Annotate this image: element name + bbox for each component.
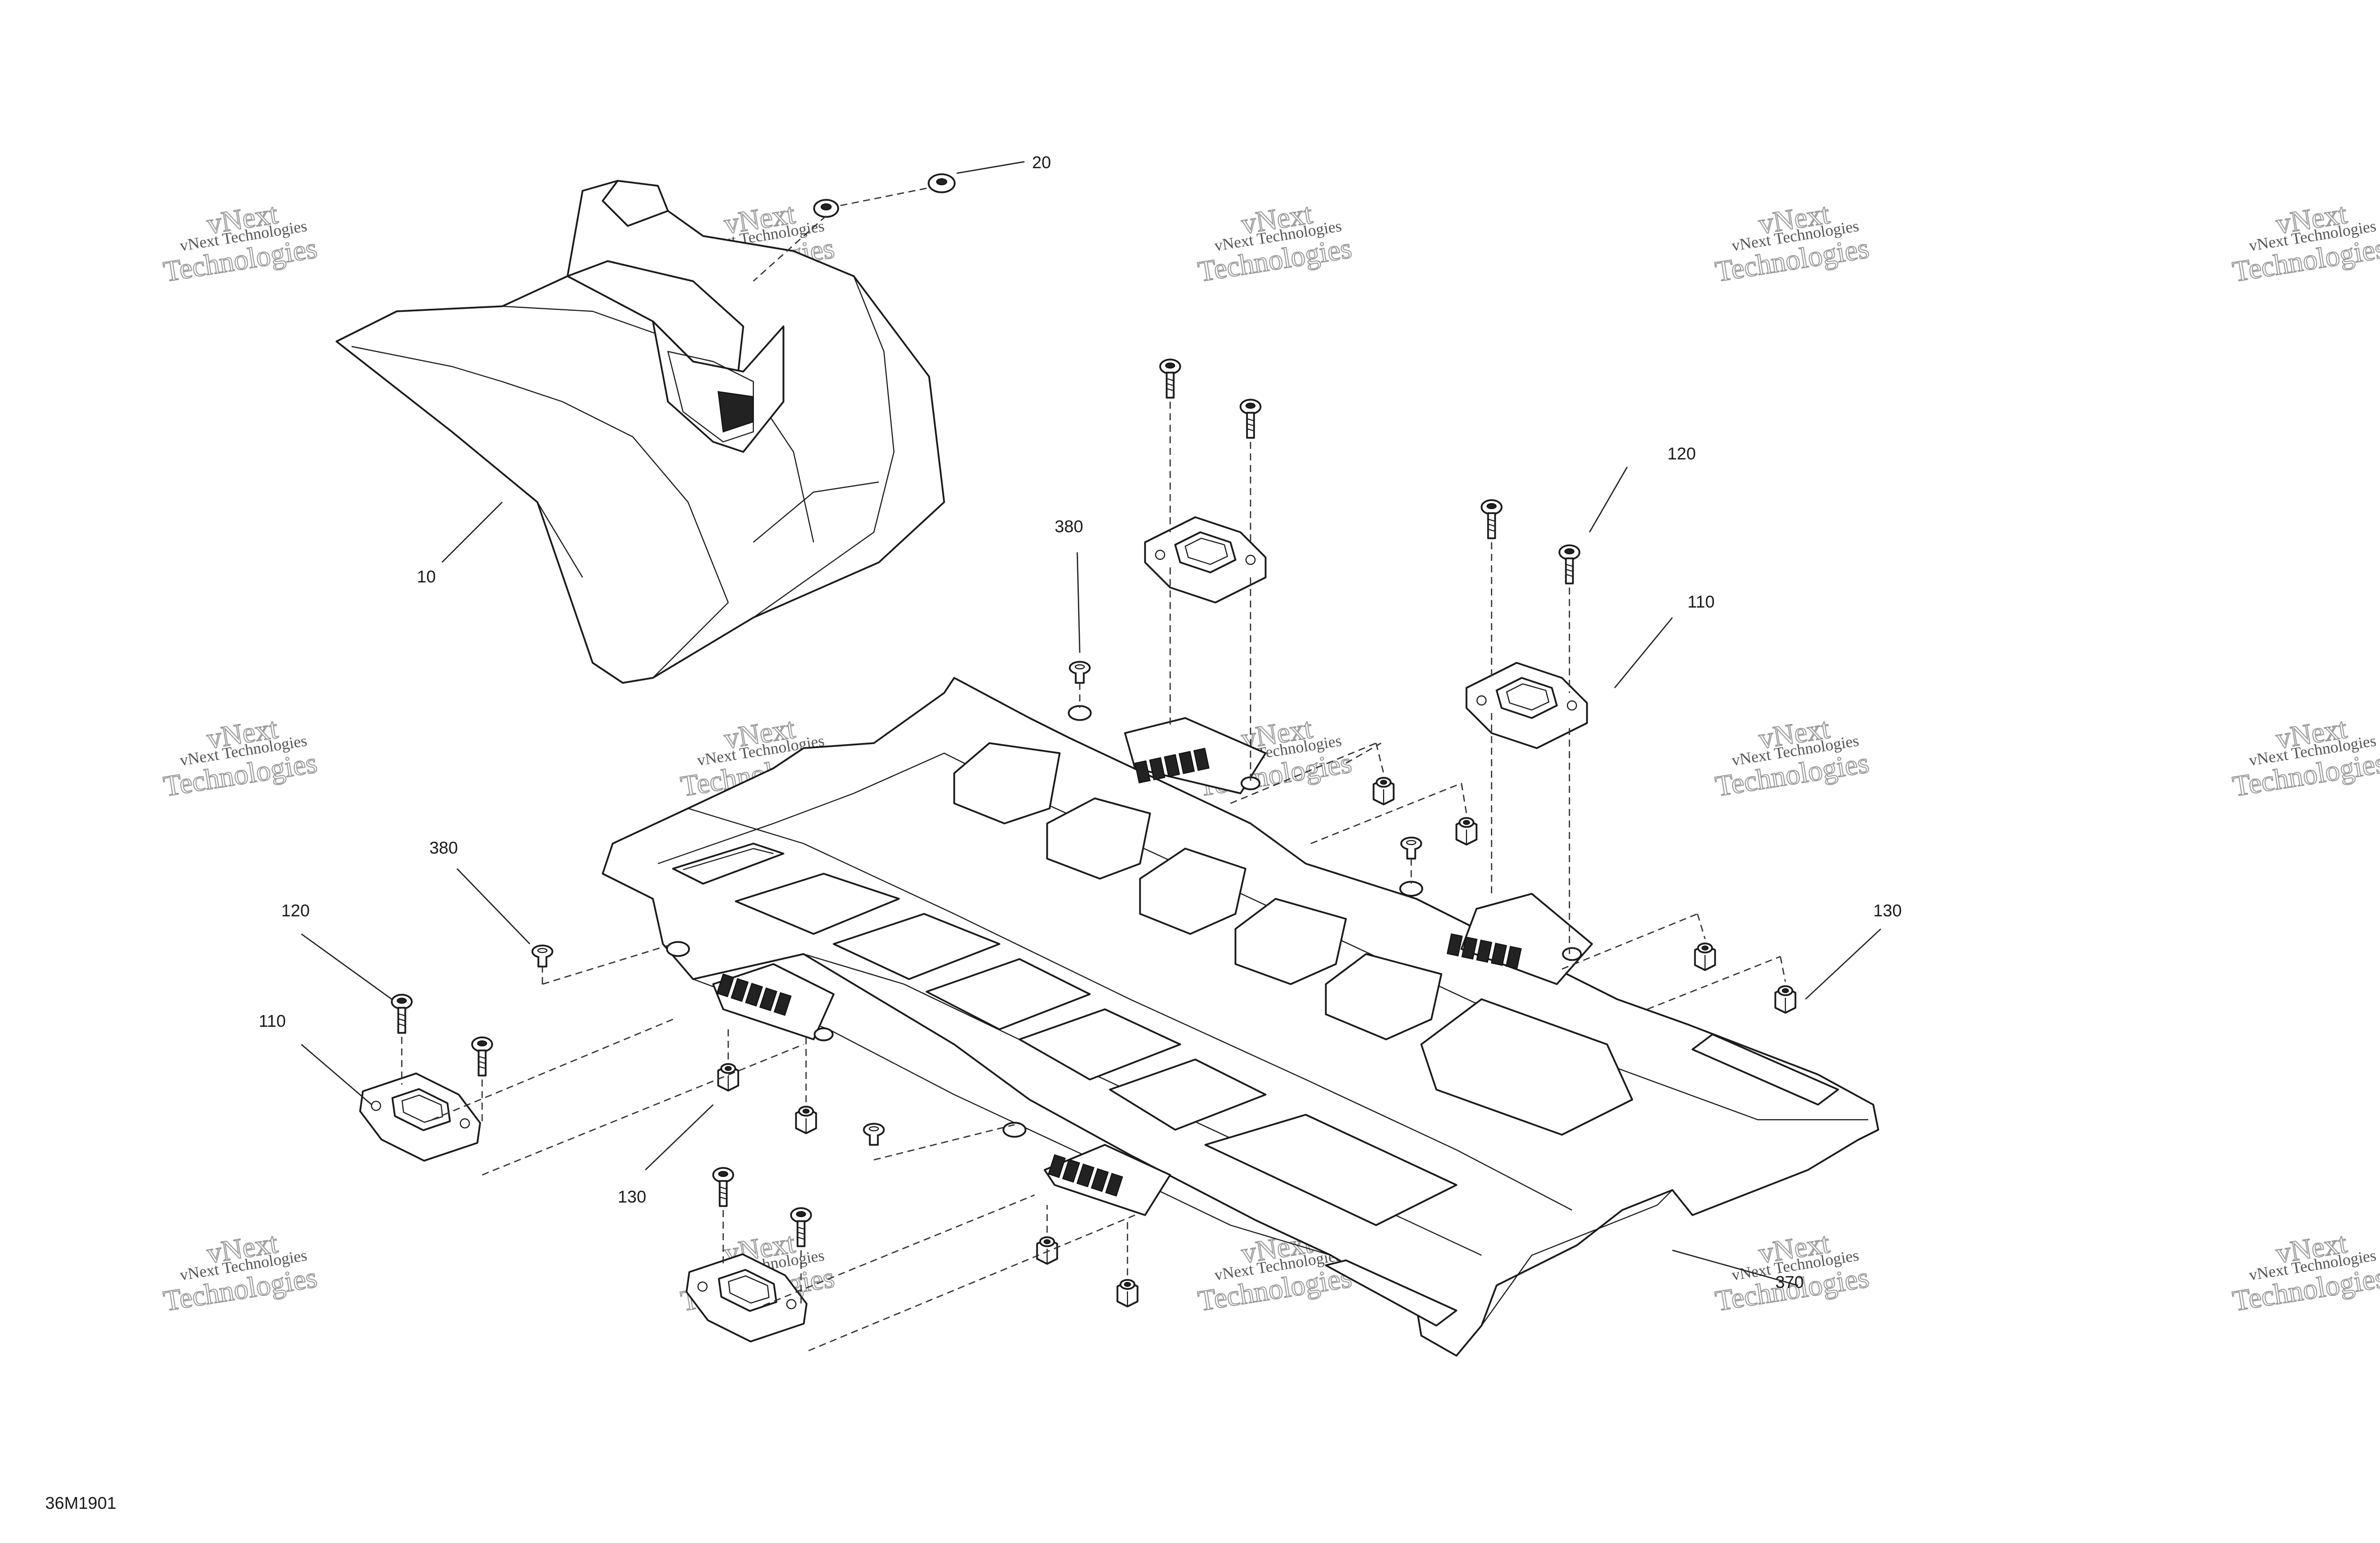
bolt-120-d	[1558, 544, 1580, 584]
callout-110-right: 110	[1687, 592, 1715, 612]
callout-130-left: 130	[618, 1188, 646, 1207]
callout-110-left: 110	[259, 1012, 286, 1031]
callout-20: 20	[1032, 153, 1051, 172]
drawing-code: 36M1901	[45, 1494, 117, 1513]
step-part-110-left	[354, 1065, 487, 1169]
watermark: vNext vNext Technologies Technologies	[2230, 1226, 2380, 1318]
nut-130-g	[1036, 1236, 1058, 1265]
callout-380-top: 380	[1055, 517, 1083, 536]
callout-130-right: 130	[1873, 901, 1902, 920]
leader-lines	[301, 161, 1881, 1286]
callout-380-left: 380	[429, 839, 458, 858]
watermark: vNext vNext Technologies Technologies	[2230, 711, 2380, 803]
bolt-120-c	[1481, 499, 1503, 539]
plug-380-a	[1069, 661, 1091, 684]
step-part-110-right	[1465, 662, 1588, 749]
nut-130-c	[1694, 942, 1716, 971]
callout-370: 370	[1775, 1273, 1804, 1292]
plug-380-c	[531, 944, 553, 968]
nut-130-h	[1116, 1279, 1139, 1308]
fastener-part-20	[813, 173, 956, 218]
nut-130-a	[1373, 777, 1395, 805]
plug-380-d	[863, 1123, 885, 1146]
bolt-120-e	[391, 994, 413, 1034]
watermark: vNext vNext Technologies Technologies	[161, 1226, 320, 1318]
skid-plate-part-370	[602, 677, 1879, 1357]
bolt-120-b	[1239, 399, 1262, 439]
callout-120-left: 120	[281, 901, 310, 920]
watermark: vNext vNext Technologies Technologies	[1713, 196, 1872, 288]
front-cover-part-10	[335, 180, 945, 684]
bolt-120-f	[471, 1036, 493, 1077]
step-part-110-top-center	[1144, 516, 1267, 604]
watermark: vNext vNext Technologies Technologies	[1195, 196, 1354, 288]
bolt-120-a	[1159, 359, 1181, 399]
assembly-lines	[401, 187, 1786, 1352]
nut-130-d	[1774, 985, 1796, 1014]
plug-380-b	[1400, 837, 1422, 860]
bolt-120-g	[712, 1167, 734, 1207]
watermark: vNext vNext Technologies Technologies	[2230, 196, 2380, 288]
callouts: 20 10 380 120 110 380 120 110 130 130 37…	[259, 153, 1902, 1292]
nut-130-b	[1455, 817, 1478, 846]
callout-120-right: 120	[1667, 444, 1696, 463]
nut-130-f	[795, 1106, 817, 1134]
watermarks: vNext vNext Technologies Technologies vN…	[161, 196, 2380, 1318]
watermark: vNext vNext Technologies Technologies	[161, 196, 320, 288]
callout-10: 10	[417, 567, 436, 586]
watermark: vNext vNext Technologies Technologies	[1713, 1226, 1872, 1318]
watermark: vNext vNext Technologies Technologies	[161, 711, 320, 803]
watermark: vNext vNext Technologies Technologies	[1713, 711, 1872, 803]
